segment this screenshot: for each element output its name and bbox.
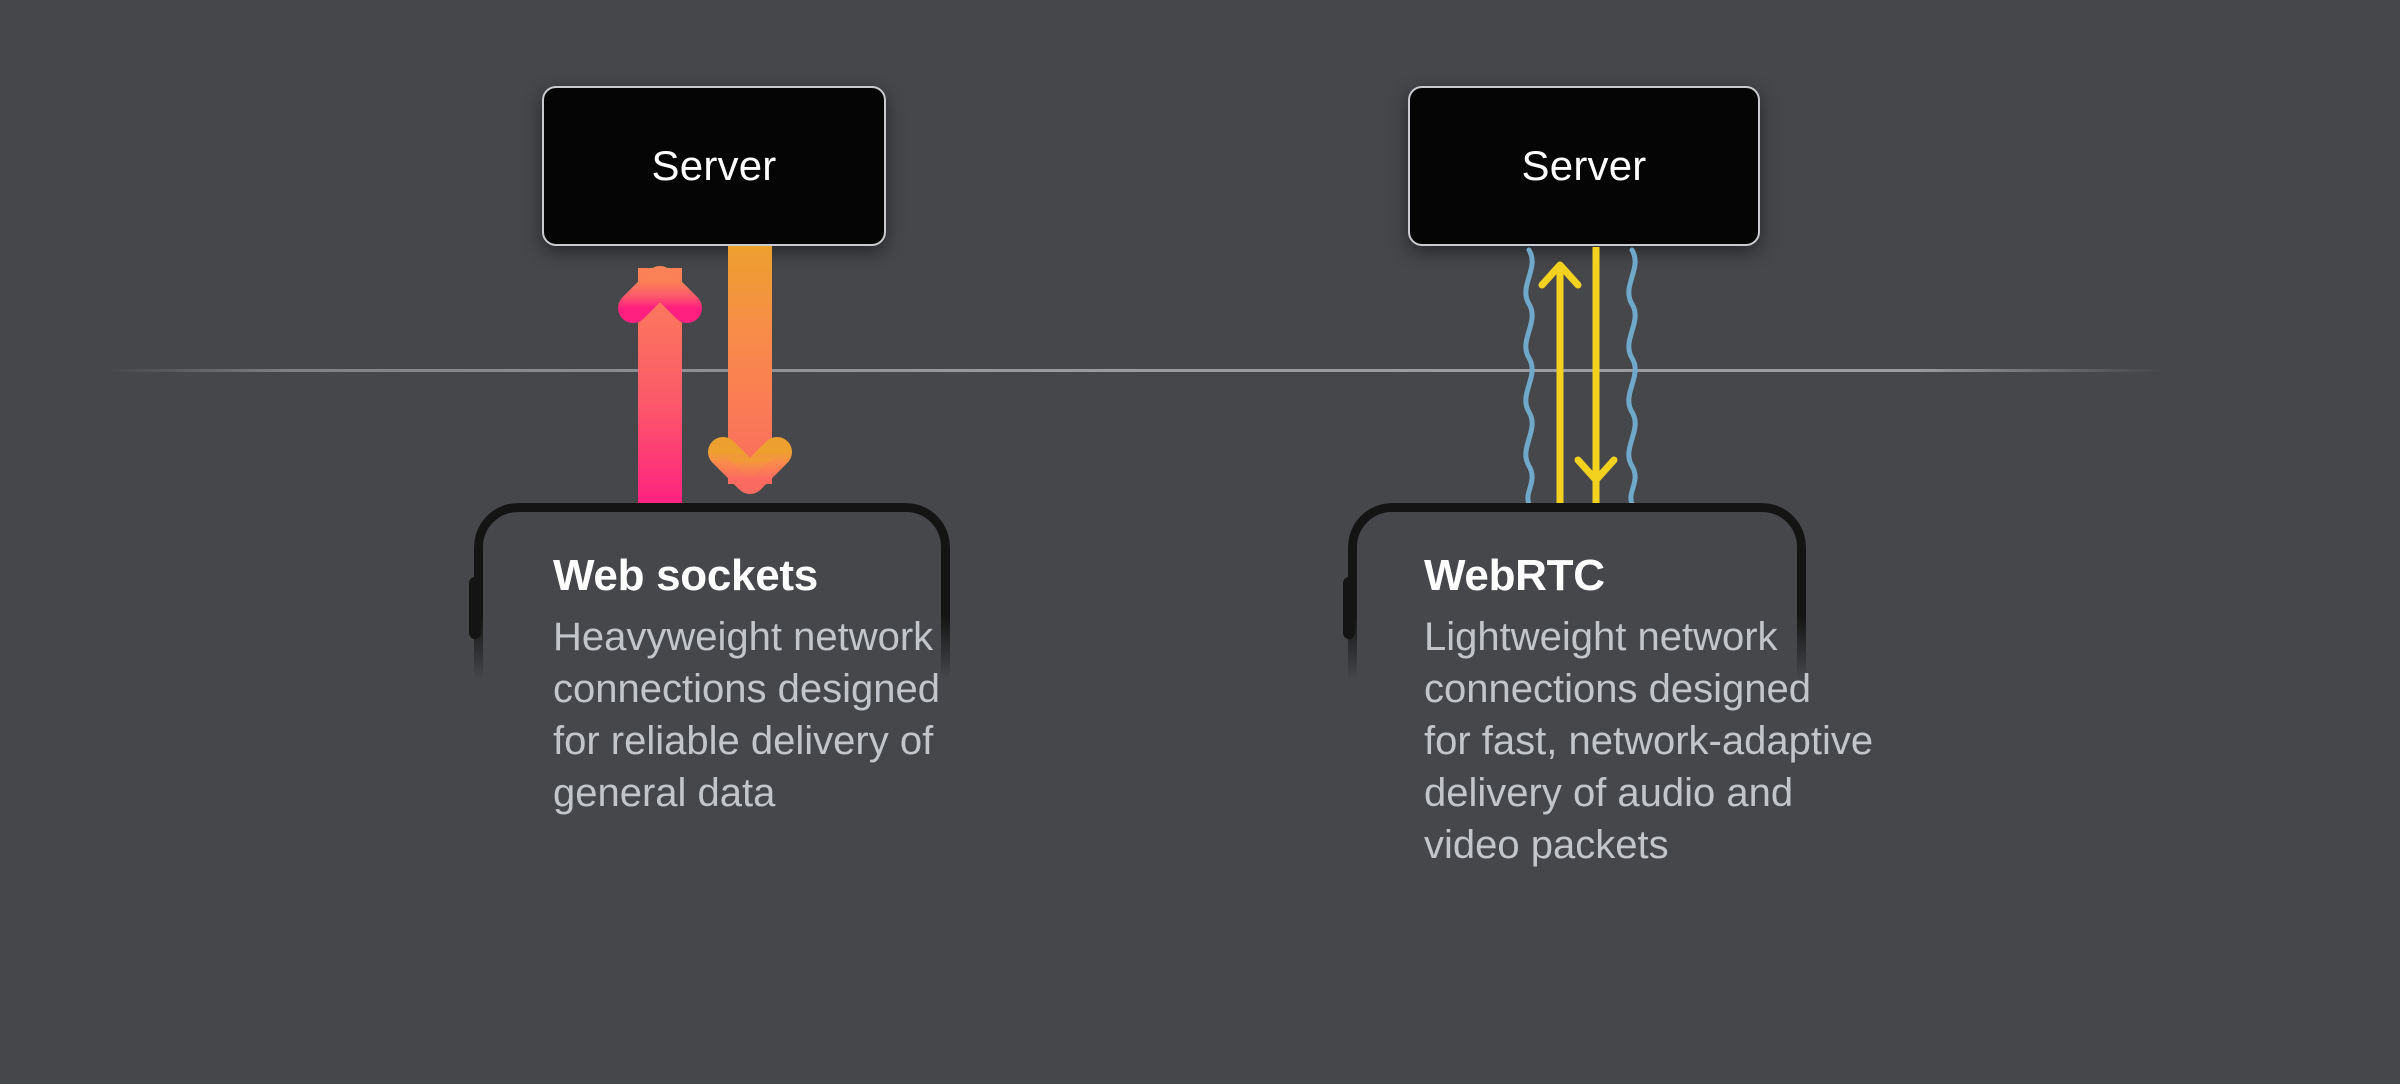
card-websockets: Web sockets Heavyweight network connecti… <box>553 551 1073 819</box>
download-arrow-head-stroke <box>708 437 792 494</box>
card-webrtc: WebRTC Lightweight network connections d… <box>1424 551 2024 871</box>
phone-side-button-icon <box>1343 577 1355 639</box>
server-box-webrtc: Server <box>1408 86 1760 246</box>
server-box-websockets: Server <box>542 86 886 246</box>
phone-frame-webrtc <box>1343 503 1806 718</box>
server-label: Server <box>1521 142 1647 189</box>
phone-side-button-icon <box>469 577 481 639</box>
upload-arrow-head-stroke <box>618 266 702 323</box>
server-label: Server <box>651 142 777 189</box>
upload-arrow-head <box>1538 261 1582 289</box>
phone-frame-websockets <box>469 503 950 718</box>
card-body: Heavyweight network connections designed… <box>553 615 940 816</box>
card-body: Lightweight network connections designed… <box>1424 615 1874 868</box>
card-title: WebRTC <box>1424 551 1605 600</box>
download-arrow-head <box>1574 456 1618 484</box>
download-arrow-shaft <box>728 246 772 484</box>
download-arrow-head <box>728 458 772 480</box>
card-title: Web sockets <box>553 551 818 600</box>
horizon-line <box>110 369 2160 372</box>
signal-wave-right <box>1626 247 1638 507</box>
signal-wave-left <box>1523 247 1535 507</box>
upload-arrow-head <box>638 270 682 292</box>
upload-arrow-shaft <box>638 268 682 508</box>
